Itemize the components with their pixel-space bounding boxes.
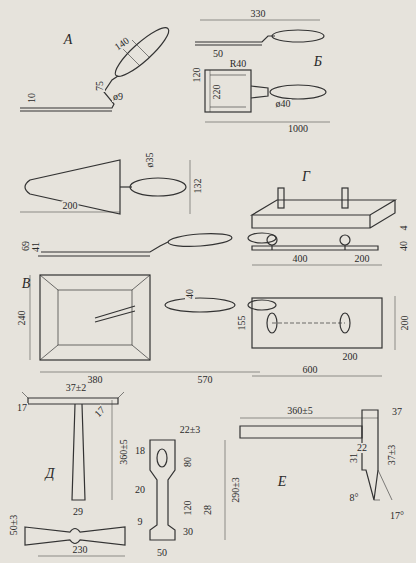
dimension-text: 1000 <box>287 124 309 134</box>
dimension-text: ø35 <box>145 152 155 169</box>
dimension-text: 40 <box>399 240 409 252</box>
dimension-text: 230 <box>72 545 89 555</box>
dimension-text: 69 <box>21 240 31 252</box>
dimension-text: 50 <box>212 49 224 59</box>
dimension-text: 31 <box>349 452 359 464</box>
dimension-text: 360±5 <box>119 438 129 466</box>
dimension-text: 50 <box>156 548 168 558</box>
dimension-text: 37±3 <box>387 444 397 467</box>
dimension-text: 75 <box>95 80 105 92</box>
dimension-text: 80 <box>183 456 193 468</box>
dimension-text: 200 <box>62 201 79 211</box>
dimension-text: 120 <box>192 67 202 84</box>
dimension-text: 155 <box>237 315 247 332</box>
outlines <box>20 20 395 556</box>
dimension-text: 20 <box>134 485 146 495</box>
figure-letter: Б <box>313 55 323 69</box>
dimension-text: 4 <box>399 225 409 232</box>
figure-letter: Е <box>277 475 288 489</box>
dimension-text: 290±3 <box>231 476 241 504</box>
dimension-text: 37±2 <box>65 383 88 393</box>
figure-letter: Г <box>301 170 311 184</box>
dimension-text: 360±5 <box>286 406 314 416</box>
dimension-text: 200 <box>354 254 371 264</box>
dimension-text: 28 <box>203 504 213 516</box>
dimension-text: 18 <box>134 446 146 456</box>
dimension-text: 41 <box>31 241 41 253</box>
dimension-text: ø9 <box>112 92 124 102</box>
dimension-text: 17° <box>389 511 405 521</box>
dimension-text: R40 <box>229 59 248 69</box>
dimension-text: 8° <box>349 493 360 503</box>
dimension-text: ø40 <box>275 99 292 109</box>
dimension-text: 200 <box>400 315 410 332</box>
dimension-text: 22±3 <box>179 425 202 435</box>
dimension-text: 120 <box>183 500 193 517</box>
figure-letter: В <box>21 277 32 291</box>
dimension-text: 40 <box>185 288 195 300</box>
figure-letter: А <box>63 33 74 47</box>
dimension-text: 400 <box>292 254 309 264</box>
dimension-text: 9 <box>137 517 144 527</box>
dimension-text: 30 <box>182 527 194 537</box>
dimension-text: 37 <box>391 407 403 417</box>
dimension-text: 17 <box>92 404 108 420</box>
dimension-text: 240 <box>17 310 27 327</box>
dimension-text: 132 <box>193 178 203 195</box>
dimension-text: 50±3 <box>9 514 19 537</box>
dimension-text: 380 <box>87 375 104 385</box>
dimension-text: 570 <box>197 375 214 385</box>
dimension-text: 220 <box>212 84 222 101</box>
dimension-text: 600 <box>302 365 319 375</box>
dimension-text: 10 <box>27 92 37 104</box>
figure-letter: Д <box>45 467 56 481</box>
dimension-text: 17 <box>16 403 28 413</box>
dimension-text: 140 <box>112 35 132 53</box>
dimension-text: 330 <box>250 9 267 19</box>
dimension-text: 29 <box>72 507 84 517</box>
dimension-text: 200 <box>342 352 359 362</box>
